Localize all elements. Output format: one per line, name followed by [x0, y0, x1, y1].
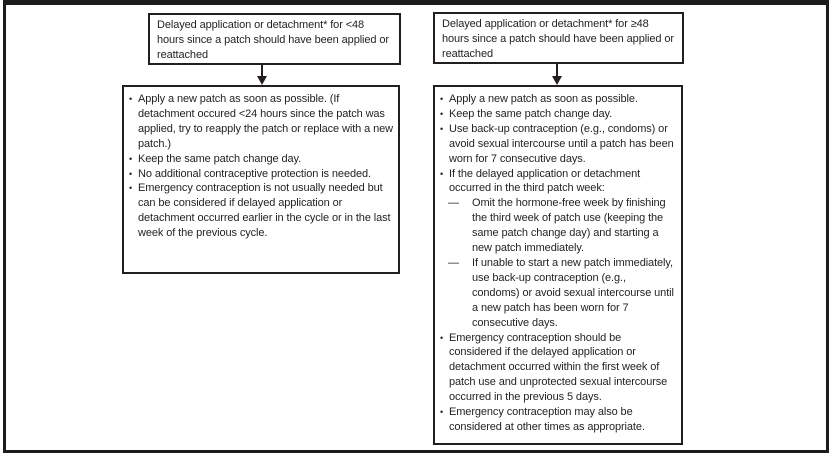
list-item: • Apply a new patch as soon as possible.: [439, 92, 676, 107]
list-item: • Emergency contraception should be cons…: [439, 331, 676, 406]
bullet-icon: •: [440, 94, 444, 104]
bullet-icon: •: [129, 153, 133, 164]
list-item: • No additional contraceptive protection…: [128, 167, 393, 182]
right-down-arrow-icon: [552, 76, 562, 85]
list-item-text: Apply a new patch as soon as possible. (…: [138, 93, 393, 150]
list-item: • Apply a new patch as soon as possible.…: [128, 92, 393, 152]
left-actions-box: • Apply a new patch as soon as possible.…: [122, 85, 400, 274]
dash-icon: —: [448, 256, 459, 269]
sub-list-item: — If unable to start a new patch immedia…: [439, 256, 676, 331]
list-item: • Keep the same patch change day.: [439, 107, 676, 122]
list-item: • Emergency contraception is not usually…: [128, 181, 393, 241]
list-item-text: Keep the same patch change day.: [138, 152, 302, 165]
dash-icon: —: [448, 197, 459, 210]
right-condition-box: Delayed application or detachment* for ≥…: [433, 12, 684, 64]
bullet-icon: •: [440, 123, 444, 134]
list-item-text: Emergency contraception is not usually n…: [138, 182, 391, 240]
list-item-text: No additional contraceptive protection i…: [138, 167, 371, 180]
right-condition-text: Delayed application or detachment* for ≥…: [442, 18, 674, 60]
list-item: • If the delayed application or detachme…: [439, 167, 676, 197]
bullet-icon: •: [440, 332, 444, 343]
list-item-text: If the delayed application or detachment…: [449, 167, 641, 195]
right-actions-box: • Apply a new patch as soon as possible.…: [433, 85, 683, 445]
list-item-text: Apply a new patch as soon as possible.: [449, 93, 638, 105]
left-down-arrow-line: [261, 65, 263, 78]
bullet-icon: •: [129, 183, 133, 194]
right-down-arrow-line: [556, 64, 558, 78]
list-item-text: Emergency contraception may also be cons…: [449, 406, 645, 433]
list-item: • Keep the same patch change day.: [128, 152, 393, 167]
list-item-text: Omit the hormone-free week by finishing …: [472, 197, 666, 255]
bullet-icon: •: [129, 168, 133, 179]
list-item-text: Keep the same patch change day.: [449, 107, 613, 120]
list-item: • Emergency contraception may also be co…: [439, 405, 676, 435]
left-condition-box: Delayed application or detachment* for <…: [148, 13, 401, 65]
left-condition-text: Delayed application or detachment* for <…: [157, 19, 389, 61]
sub-list-item: — Omit the hormone-free week by finishin…: [439, 196, 676, 256]
list-item: • Use back-up contraception (e.g., condo…: [439, 122, 676, 167]
bullet-icon: •: [440, 407, 444, 418]
bullet-icon: •: [440, 168, 444, 179]
bullet-icon: •: [129, 94, 133, 104]
list-item-text: Use back-up contraception (e.g., condoms…: [449, 122, 674, 165]
list-item-text: Emergency contraception should be consid…: [449, 331, 668, 404]
left-down-arrow-icon: [257, 76, 267, 85]
list-item-text: If unable to start a new patch immediate…: [472, 256, 674, 329]
bullet-icon: •: [440, 108, 444, 119]
